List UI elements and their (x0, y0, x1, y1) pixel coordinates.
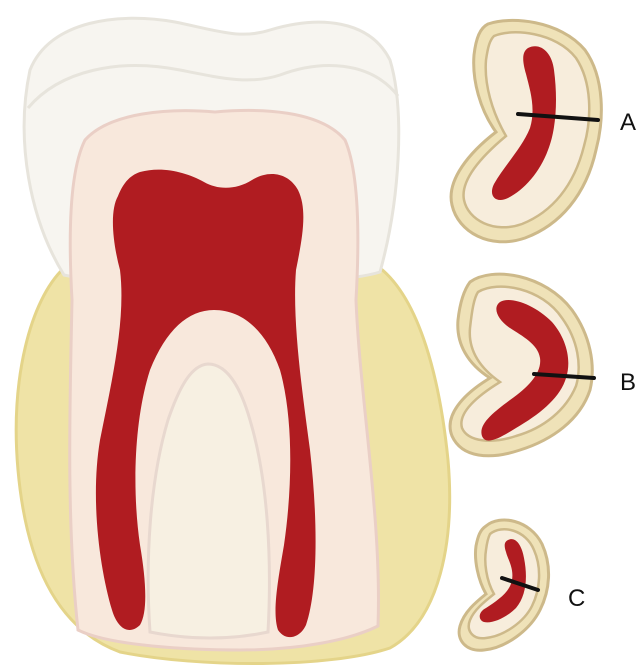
label-a: A (620, 109, 636, 136)
molar-tooth-icon (16, 18, 449, 663)
root-section-c-icon: C (459, 520, 585, 650)
root-section-b-icon: B (450, 274, 636, 456)
label-c: C (568, 585, 585, 612)
label-b: B (620, 369, 636, 396)
root-section-a-icon: A (451, 20, 636, 241)
